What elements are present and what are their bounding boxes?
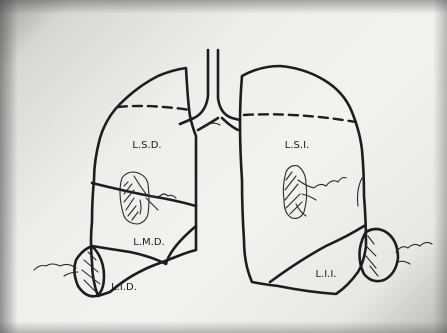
left-lung [240,66,432,294]
label-left-upper-lobe: L.S.I. [285,140,309,151]
label-right-middle-lobe: L.M.D. [133,237,164,248]
trachea [180,50,240,130]
right-horizontal-fissure [92,183,196,206]
label-left-lower-lobe: L.I.I. [315,269,336,280]
label-right-upper-lobe: L.S.D. [132,140,161,151]
right-apex-dashed-line [118,106,190,110]
label-right-lower-lobe: L.I.D. [111,282,137,293]
right-lung [34,68,196,296]
left-nodule-strands [396,242,432,264]
right-nodule-strands [34,264,78,276]
left-lesion-strands [296,178,346,217]
left-apex-dashed-line [244,114,356,122]
left-lesion-outline [283,166,306,219]
